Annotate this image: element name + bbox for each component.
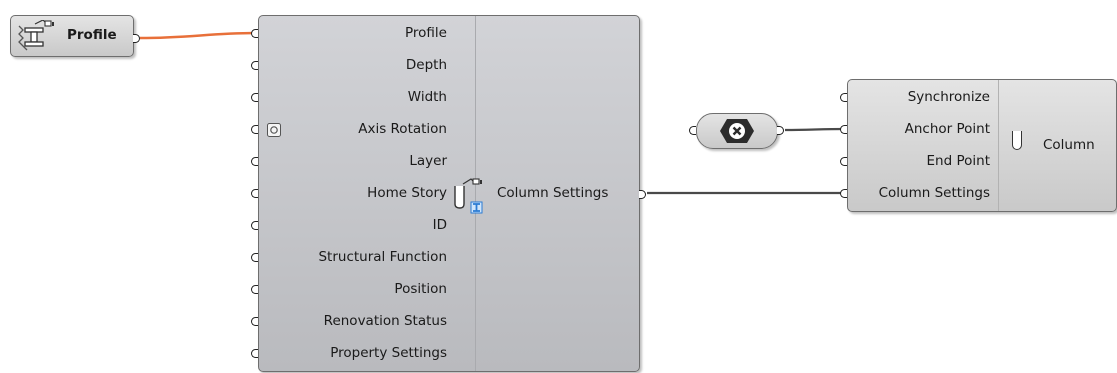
- input-row-home-story[interactable]: Home Story: [259, 185, 447, 203]
- wire-null-to-anchor: [784, 127, 847, 132]
- settings-inputs: Profile Depth Width Axis Rotation Layer …: [259, 16, 447, 371]
- input-label: Structural Function: [318, 249, 447, 265]
- null-output-grip[interactable]: [777, 126, 784, 135]
- input-label: Home Story: [367, 185, 447, 201]
- column-settings-component[interactable]: Profile Depth Width Axis Rotation Layer …: [251, 15, 646, 372]
- null-input-grip[interactable]: [689, 126, 696, 135]
- column-title: Column: [1043, 137, 1095, 153]
- column-input-row-column-settings[interactable]: Column Settings: [848, 185, 990, 203]
- input-label: Layer: [409, 153, 447, 169]
- input-grip-position[interactable]: [251, 285, 258, 294]
- input-label: Renovation Status: [323, 313, 447, 329]
- component-divider: [475, 16, 476, 371]
- input-label: Synchronize: [907, 89, 990, 105]
- column-input-row-synchronize[interactable]: Synchronize: [848, 89, 990, 107]
- input-grip-profile[interactable]: [251, 29, 258, 38]
- input-grip-depth[interactable]: [251, 61, 258, 70]
- column-settings-output-label: Column Settings: [497, 185, 609, 201]
- input-row-renovation-status[interactable]: Renovation Status: [259, 313, 447, 331]
- wire-profile-to-settings: [139, 31, 258, 40]
- column-input-grip-column-settings[interactable]: [840, 189, 847, 198]
- column-component[interactable]: Synchronize Anchor Point End Point Colum…: [840, 79, 1117, 212]
- input-grip-property-settings[interactable]: [251, 349, 258, 358]
- profile-output-grip[interactable]: [133, 34, 140, 43]
- column-input-row-anchor-point[interactable]: Anchor Point: [848, 121, 990, 139]
- input-row-layer[interactable]: Layer: [259, 153, 447, 171]
- input-grip-home-story[interactable]: [251, 189, 258, 198]
- i-beam-icon: [18, 20, 54, 51]
- column-settings-output-grip[interactable]: [639, 190, 646, 199]
- column-settings-icon: [454, 178, 483, 214]
- column-input-grip-anchor-point[interactable]: [840, 125, 847, 134]
- null-parameter-node[interactable]: [689, 113, 784, 149]
- column-input-row-end-point[interactable]: End Point: [848, 153, 990, 171]
- x-circle-icon: [720, 119, 754, 143]
- input-grip-axis-rotation[interactable]: [251, 125, 258, 134]
- input-row-property-settings[interactable]: Property Settings: [259, 345, 447, 363]
- input-label: Axis Rotation: [358, 121, 447, 137]
- input-label: Column Settings: [878, 185, 990, 201]
- input-row-profile[interactable]: Profile: [259, 25, 447, 43]
- column-divider: [998, 80, 999, 211]
- input-grip-structural-function[interactable]: [251, 253, 258, 262]
- input-row-structural-function[interactable]: Structural Function: [259, 249, 447, 267]
- input-grip-layer[interactable]: [251, 157, 258, 166]
- profile-parameter-label: Profile: [67, 27, 117, 43]
- input-grip-width[interactable]: [251, 93, 258, 102]
- input-grip-id[interactable]: [251, 221, 258, 230]
- angle-expression-icon[interactable]: [267, 123, 281, 137]
- input-row-width[interactable]: Width: [259, 89, 447, 107]
- column-input-grip-end-point[interactable]: [840, 157, 847, 166]
- input-label: Width: [407, 89, 447, 105]
- input-label: Position: [394, 281, 447, 297]
- input-label: Property Settings: [330, 345, 447, 361]
- input-label: Depth: [405, 57, 447, 73]
- input-label: Anchor Point: [904, 121, 990, 137]
- column-inputs: Synchronize Anchor Point End Point Colum…: [848, 80, 990, 211]
- input-label: End Point: [926, 153, 990, 169]
- input-label: Profile: [405, 25, 447, 41]
- input-grip-renovation-status[interactable]: [251, 317, 258, 326]
- input-row-id[interactable]: ID: [259, 217, 447, 235]
- input-label: ID: [432, 217, 447, 233]
- input-row-axis-rotation[interactable]: Axis Rotation: [259, 121, 447, 139]
- column-icon: [1012, 131, 1022, 150]
- input-row-depth[interactable]: Depth: [259, 57, 447, 75]
- input-row-position[interactable]: Position: [259, 281, 447, 299]
- column-input-grip-synchronize[interactable]: [840, 93, 847, 102]
- profile-parameter-node[interactable]: Profile: [10, 15, 140, 57]
